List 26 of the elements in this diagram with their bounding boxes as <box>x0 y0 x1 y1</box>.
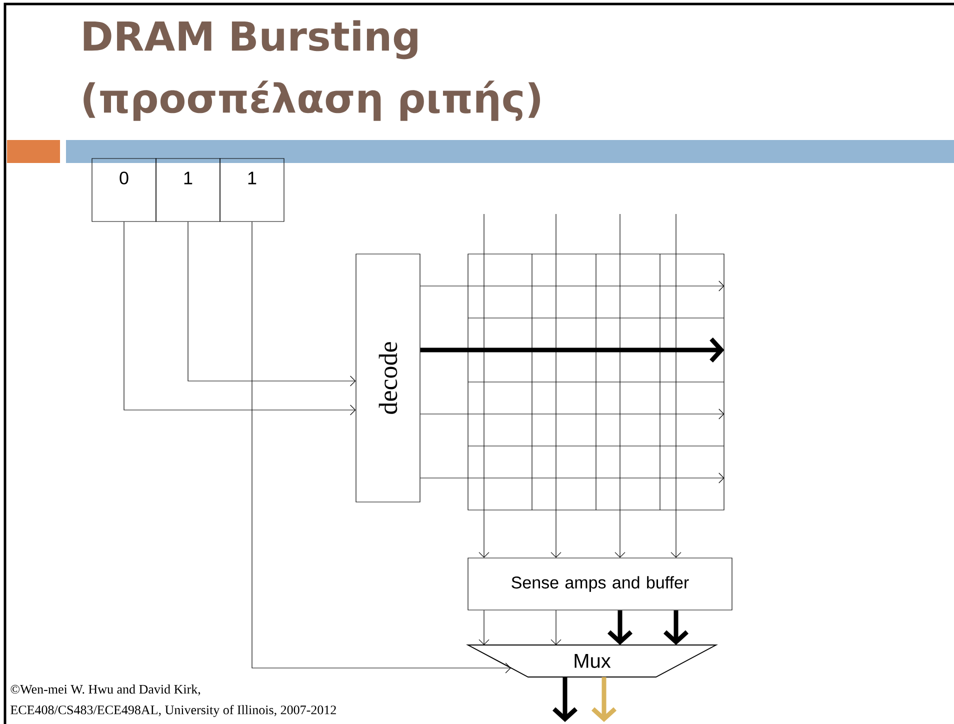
arrow <box>664 610 689 646</box>
arrow <box>252 222 511 674</box>
arrow <box>420 338 724 363</box>
sense-amp-box: Sense amps and buffer <box>468 558 732 610</box>
arrow <box>550 214 562 558</box>
arrow <box>478 214 490 558</box>
arrow <box>592 677 617 722</box>
slide-title: DRAM Bursting (προσπέλαση ριπής) <box>84 20 540 121</box>
arrow <box>420 280 724 292</box>
arrow <box>478 610 490 645</box>
arrow <box>552 677 578 722</box>
bit-cell: 0 <box>92 158 156 222</box>
arrow <box>124 222 356 416</box>
arrow <box>670 214 682 558</box>
bit-cell: 1 <box>156 158 220 222</box>
decoder-box: decode <box>356 254 420 502</box>
arrow <box>420 408 724 420</box>
arrow <box>614 214 626 558</box>
arrow <box>188 222 356 386</box>
bit-cell: 1 <box>220 158 284 222</box>
copyright-note: ©Wen-mei W. Hwu and David Kirk, <box>10 684 200 696</box>
copyright-note: ECE408/CS483/ECE498AL, University of Illinois, 2007-2012 <box>10 705 336 717</box>
memory-array-grid <box>468 254 724 510</box>
arrow <box>550 610 562 645</box>
arrow <box>608 610 633 646</box>
arrow <box>420 472 724 484</box>
